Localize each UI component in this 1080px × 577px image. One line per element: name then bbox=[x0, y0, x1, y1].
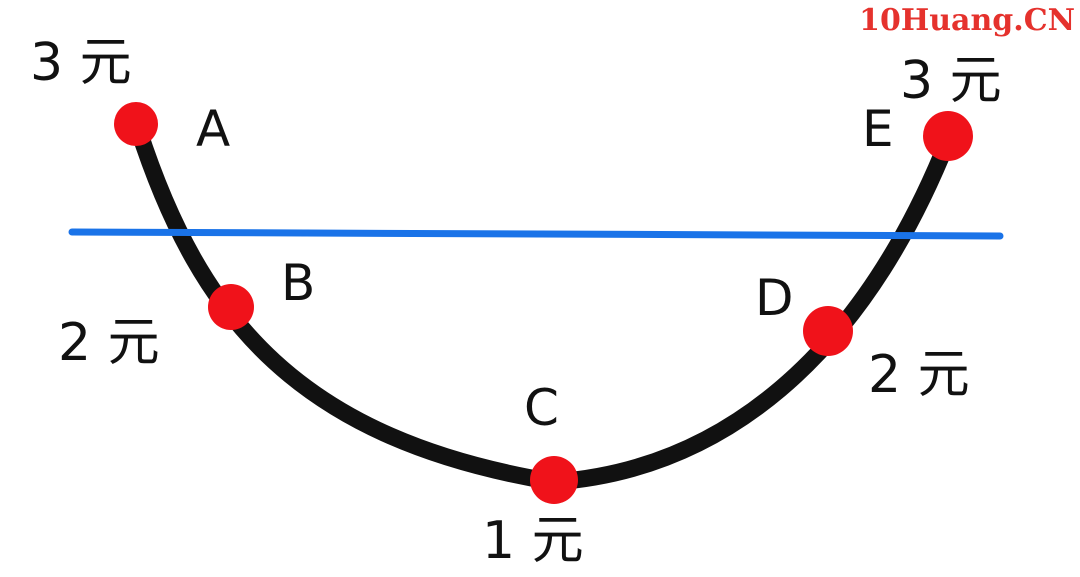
point-e-price: 3 元 bbox=[900, 51, 1002, 111]
point-c-price: 1 元 bbox=[482, 511, 584, 571]
point-a-dot bbox=[114, 102, 158, 146]
point-b-dot bbox=[208, 284, 254, 330]
point-d-letter: D bbox=[755, 269, 794, 327]
point-d-dot bbox=[803, 306, 853, 356]
point-e-dot bbox=[923, 111, 973, 161]
watermark-text: 10Huang.CN bbox=[859, 3, 1075, 38]
point-a-price: 3 元 bbox=[30, 33, 132, 93]
point-d-price: 2 元 bbox=[868, 345, 970, 405]
point-e-letter: E bbox=[862, 100, 894, 158]
point-c-dot bbox=[530, 456, 578, 504]
point-b-price: 2 元 bbox=[58, 313, 160, 373]
point-c-letter: C bbox=[524, 379, 559, 437]
point-b-letter: B bbox=[281, 254, 315, 312]
point-a-letter: A bbox=[196, 100, 230, 158]
horizontal-line bbox=[68, 228, 1004, 240]
